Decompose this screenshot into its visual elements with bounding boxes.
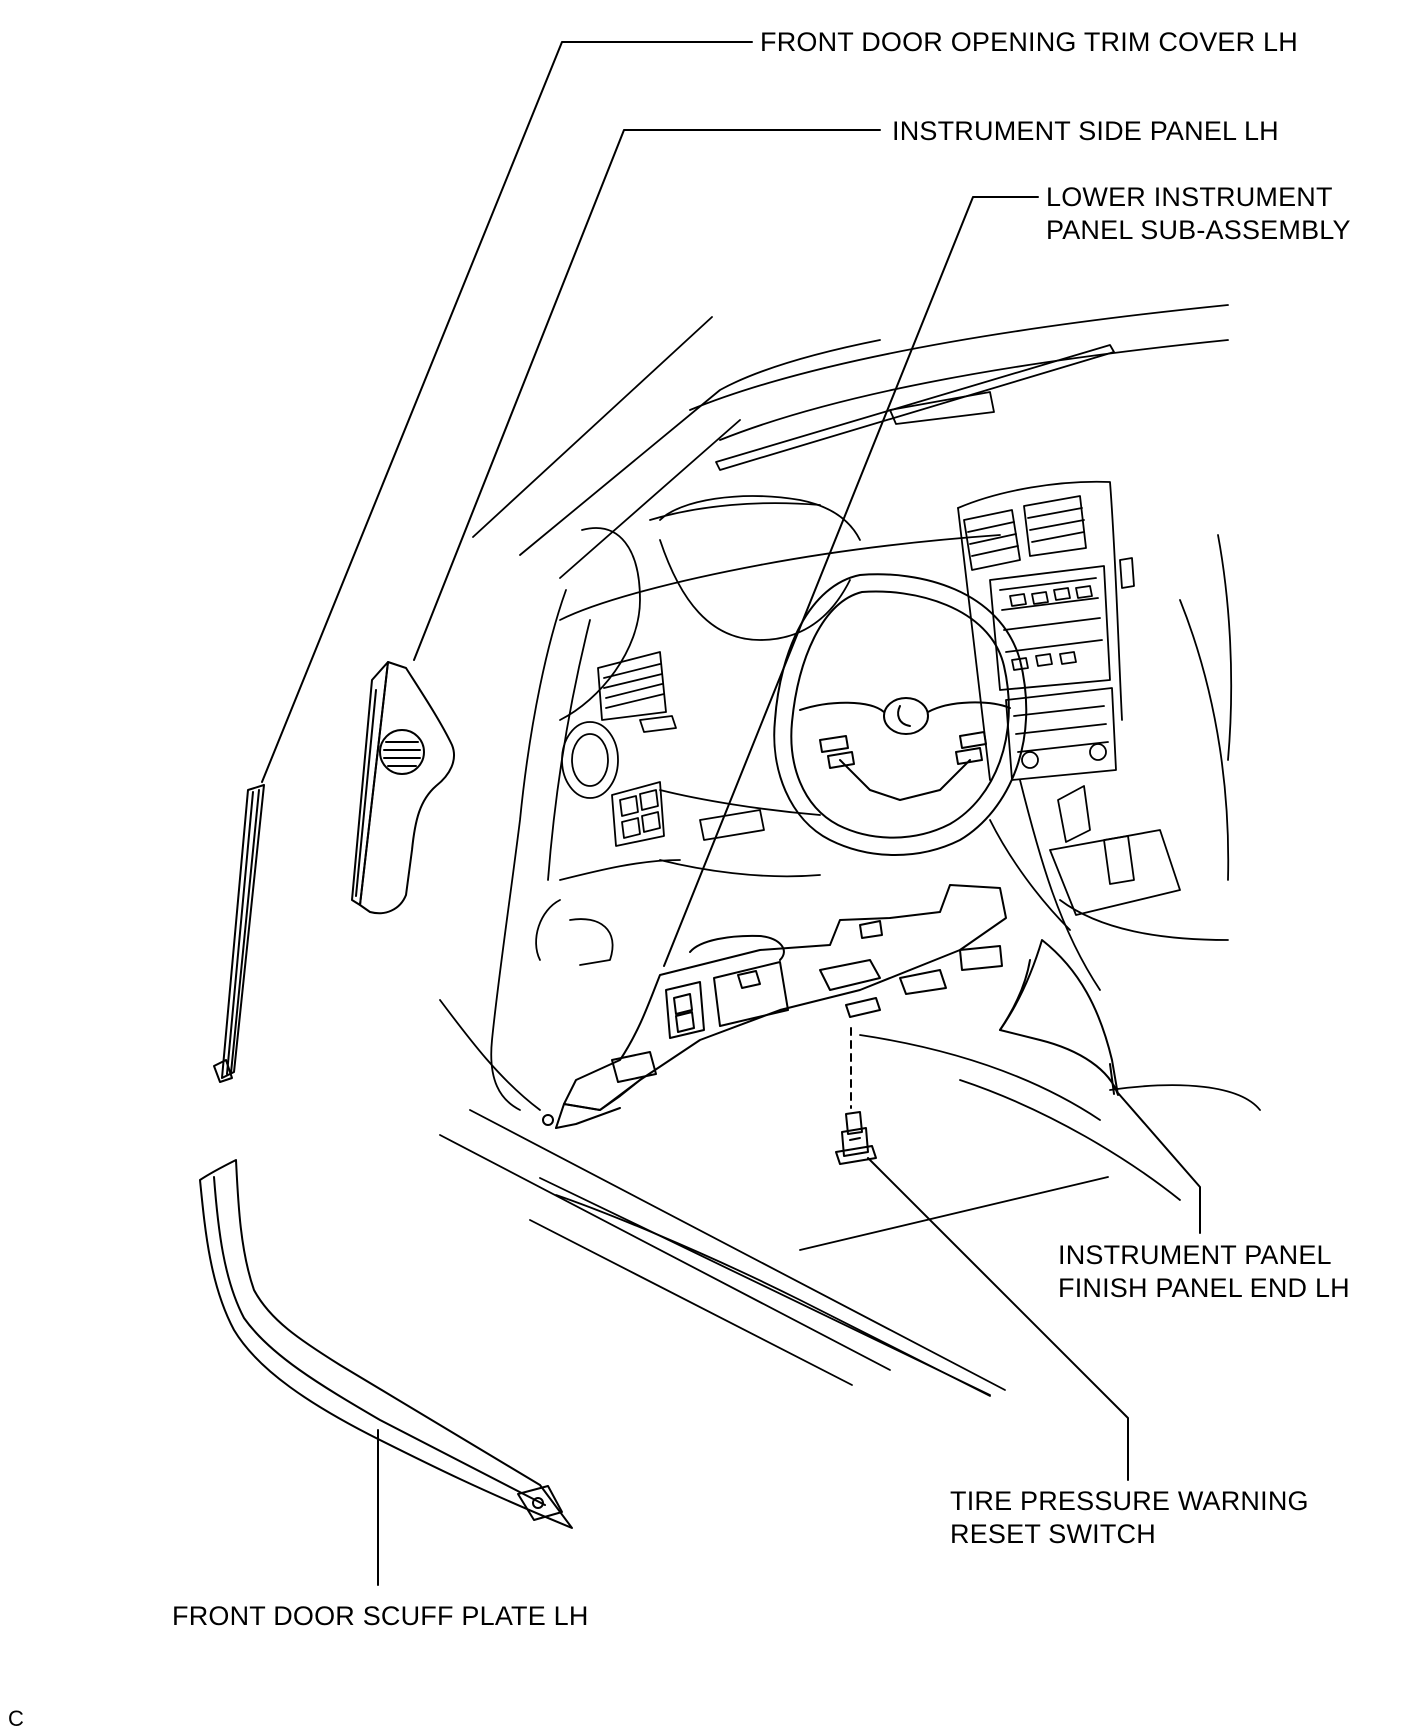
figure-code: C: [8, 1706, 25, 1731]
vehicle-body-outline: [439, 304, 1261, 1397]
instrument-panel-finish-panel-end-part: [999, 939, 1119, 1096]
instrument-side-panel-part: [351, 661, 455, 915]
leader-lines: [261, 41, 1201, 1586]
dashboard-outline: [535, 495, 1001, 966]
leader-lower-instrument-panel: [663, 196, 1039, 967]
label-instrument-panel-finish-line1: INSTRUMENT PANEL: [1058, 1240, 1332, 1270]
leader-instrument-side-panel: [413, 129, 881, 661]
front-door-scuff-plate-part: [199, 1159, 573, 1529]
label-tire-pressure-line1: TIRE PRESSURE WARNING: [950, 1486, 1309, 1516]
label-instrument-side-panel-lh: INSTRUMENT SIDE PANEL LH: [892, 116, 1279, 146]
center-console: [957, 480, 1233, 991]
speaker-grille: [379, 729, 425, 775]
front-door-opening-trim-cover-part: [213, 784, 265, 1083]
label-instrument-panel-finish-line2: FINISH PANEL END LH: [1058, 1273, 1350, 1303]
leader-tire-pressure-switch: [867, 1157, 1129, 1481]
lower-instrument-panel-part: [542, 884, 1007, 1129]
leader-instrument-panel-finish-end: [1117, 1092, 1201, 1234]
label-lower-instrument-panel-line2: PANEL SUB-ASSEMBLY: [1046, 215, 1351, 245]
tire-pressure-reset-switch-part: [835, 1111, 877, 1165]
leader-front-door-opening-trim-cover: [261, 41, 753, 783]
label-lower-instrument-panel-line1: LOWER INSTRUMENT: [1046, 182, 1333, 212]
label-tire-pressure-line2: RESET SWITCH: [950, 1519, 1156, 1549]
label-front-door-opening-trim-cover-lh: FRONT DOOR OPENING TRIM COVER LH: [760, 27, 1298, 57]
steering-wheel: [773, 573, 1028, 856]
label-front-door-scuff-plate-lh: FRONT DOOR SCUFF PLATE LH: [172, 1601, 589, 1631]
